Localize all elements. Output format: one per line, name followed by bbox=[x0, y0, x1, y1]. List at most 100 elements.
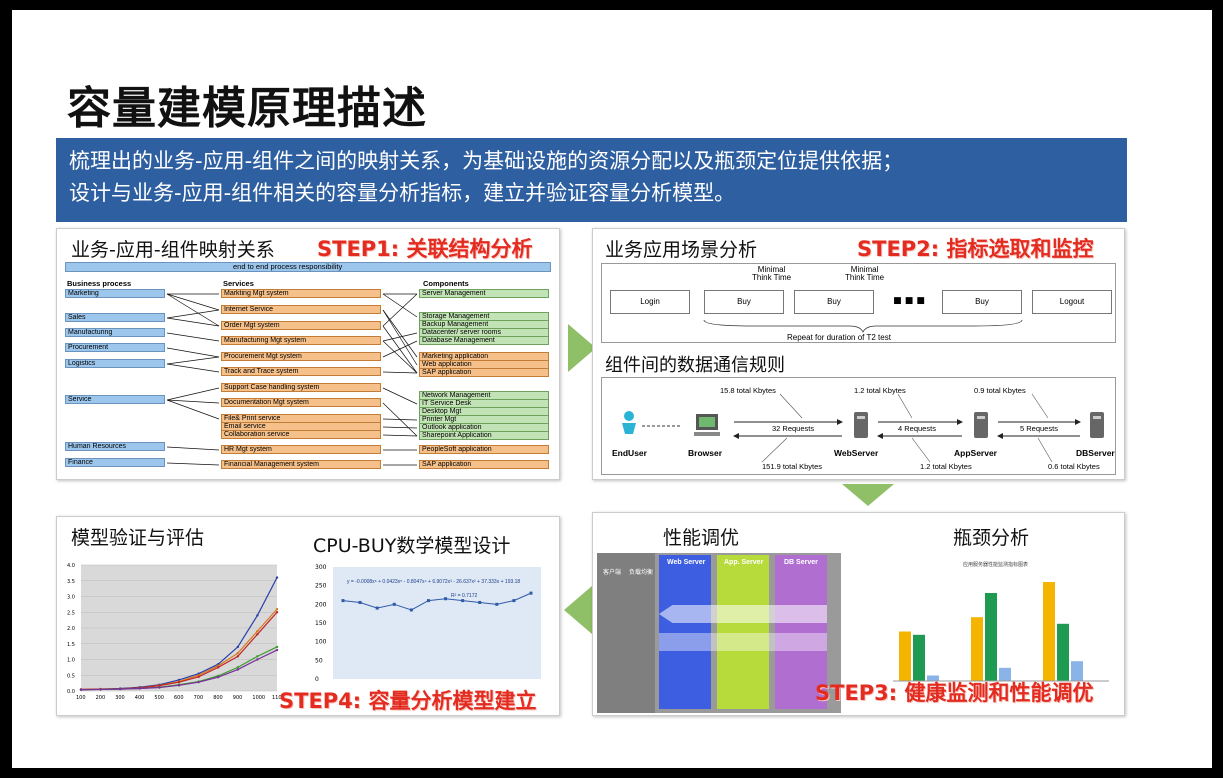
lb-label: 负载均衡 bbox=[629, 570, 654, 576]
mapping-connectors bbox=[166, 293, 418, 466]
kbytes-label-1: 15.8 total Kbytes bbox=[720, 386, 776, 395]
process-bar-label: end to end process responsibility bbox=[233, 262, 343, 271]
node-dbserver: DBServer bbox=[1076, 448, 1115, 458]
flow-ellipsis: ■ ■ ■ bbox=[893, 296, 925, 306]
col-header-components: Components bbox=[423, 279, 469, 288]
service-item: Financial Management system bbox=[221, 460, 381, 469]
browser-icon bbox=[694, 414, 720, 436]
think-time-2: Minimal Think Time bbox=[845, 265, 885, 282]
y-tick-label: 2.5 bbox=[67, 610, 75, 616]
step3-panel: 性能调优 瓶颈分析 客户端 负载均衡 Web Server App. Serve… bbox=[592, 512, 1125, 716]
x-tick-label: 600 bbox=[174, 695, 184, 701]
y-tick-label: 0.5 bbox=[67, 673, 75, 679]
y-tick-label: 4.0 bbox=[67, 563, 75, 569]
bottleneck-title: 瓶颈分析 bbox=[953, 527, 1030, 549]
webserver-icon bbox=[854, 412, 868, 438]
service-item: Collaboration service bbox=[221, 430, 381, 439]
service-item: Track and Trace system bbox=[221, 367, 381, 376]
arrow-left-icon bbox=[564, 586, 592, 634]
business-item: Manufacturing bbox=[65, 328, 165, 337]
bar bbox=[999, 667, 1011, 681]
series-point bbox=[217, 666, 220, 669]
component-item: Server Management bbox=[419, 289, 549, 298]
enduser-icon bbox=[622, 411, 636, 434]
mapping-line bbox=[382, 340, 418, 358]
business-item: Finance bbox=[65, 458, 165, 467]
comm-diagram: EndUser Browser WebServer AppServer DBSe… bbox=[601, 377, 1116, 475]
series-point bbox=[236, 655, 239, 658]
y-tick-label: 3.5 bbox=[67, 579, 75, 585]
mapping-line bbox=[382, 387, 418, 405]
client-label: 客户端 bbox=[603, 570, 622, 576]
component-item: Sharepoint Application bbox=[419, 431, 549, 440]
x-tick-label: 700 bbox=[194, 695, 204, 701]
mapping-line bbox=[382, 325, 418, 374]
response-arrow-icon bbox=[659, 633, 827, 651]
mapping-line bbox=[382, 371, 418, 374]
x-tick-label: 1100 bbox=[272, 695, 285, 701]
node-webserver: WebServer bbox=[834, 448, 879, 458]
mapping-line bbox=[166, 363, 220, 373]
process-bar bbox=[65, 262, 551, 272]
x-tick-label: 500 bbox=[154, 695, 164, 701]
mapping-line bbox=[166, 309, 220, 319]
business-item: Marketing bbox=[65, 289, 165, 298]
y-tick-label: 3.0 bbox=[67, 595, 75, 601]
scatter-point bbox=[358, 600, 362, 604]
bar-chart-title: 应用服务器性能监测指标图表 bbox=[963, 562, 1029, 568]
y-tick-label: 100 bbox=[315, 639, 327, 646]
scatter-point bbox=[341, 599, 345, 603]
mapping-line bbox=[382, 340, 418, 374]
think-time-1: Minimal Think Time bbox=[752, 265, 792, 282]
mapping-line bbox=[382, 418, 418, 421]
scatter-point bbox=[444, 597, 448, 601]
flow-step-buy-2: Buy bbox=[794, 290, 874, 314]
repeat-brace bbox=[703, 319, 1023, 333]
y-tick-label: 0.0 bbox=[67, 689, 75, 695]
series-point bbox=[197, 675, 200, 679]
mapping-line bbox=[382, 434, 418, 437]
service-item: Documentation Mgt system bbox=[221, 398, 381, 407]
trend-line bbox=[342, 592, 532, 611]
x-tick-label: 900 bbox=[233, 695, 243, 701]
requests-label-3: 5 Requests bbox=[1020, 424, 1058, 433]
mapping-diagram: end to end process responsibility Busine… bbox=[63, 261, 553, 476]
request-arrow-icon bbox=[659, 605, 827, 623]
series-point bbox=[275, 607, 279, 611]
kbytes-label-5: 1.2 total Kbytes bbox=[920, 462, 972, 471]
db-server-label: DB Server bbox=[784, 559, 818, 566]
series-point bbox=[236, 645, 239, 649]
step4-label: STEP4: 容量分析模型建立 bbox=[279, 689, 537, 713]
flow-step-logout: Logout bbox=[1032, 290, 1112, 314]
x-tick-label: 400 bbox=[135, 695, 145, 701]
model-formula: y = -0.0008x⁶ + 0.0423x⁵ - 0.8047x⁴ + 6.… bbox=[347, 579, 521, 585]
client-column bbox=[597, 553, 655, 713]
mapping-line bbox=[382, 332, 418, 342]
kbytes-label-6: 0.6 total Kbytes bbox=[1048, 462, 1100, 471]
bar bbox=[927, 675, 939, 681]
series-point bbox=[256, 658, 259, 661]
series-point bbox=[275, 645, 279, 649]
series-point bbox=[177, 684, 181, 687]
series-point bbox=[236, 666, 239, 669]
mapping-line bbox=[166, 446, 220, 451]
tuning-diagram: 客户端 负载均衡 Web Server App. Server DB Serve… bbox=[597, 553, 841, 713]
flow-step-buy-3: Buy bbox=[942, 290, 1022, 314]
step1-label: STEP1: 关联结构分析 bbox=[317, 237, 533, 261]
series-point bbox=[256, 655, 259, 658]
model-validation-title: 模型验证与评估 bbox=[71, 527, 205, 549]
mapping-line bbox=[382, 293, 418, 318]
business-item: Procurement bbox=[65, 343, 165, 352]
y-tick-label: 2.0 bbox=[67, 626, 75, 632]
comm-title: 组件间的数据通信规则 bbox=[605, 355, 785, 376]
bar bbox=[913, 634, 925, 681]
scatter-point bbox=[409, 608, 413, 612]
banner-line-1: 梳理出的业务-应用-组件之间的映射关系，为基础设施的资源分配以及瓶颈定位提供依据… bbox=[69, 149, 904, 173]
mapping-line bbox=[166, 462, 220, 466]
mapping-line bbox=[382, 426, 418, 429]
app-server-column bbox=[717, 555, 769, 709]
repeat-label: Repeat for duration of T2 test bbox=[787, 333, 891, 342]
